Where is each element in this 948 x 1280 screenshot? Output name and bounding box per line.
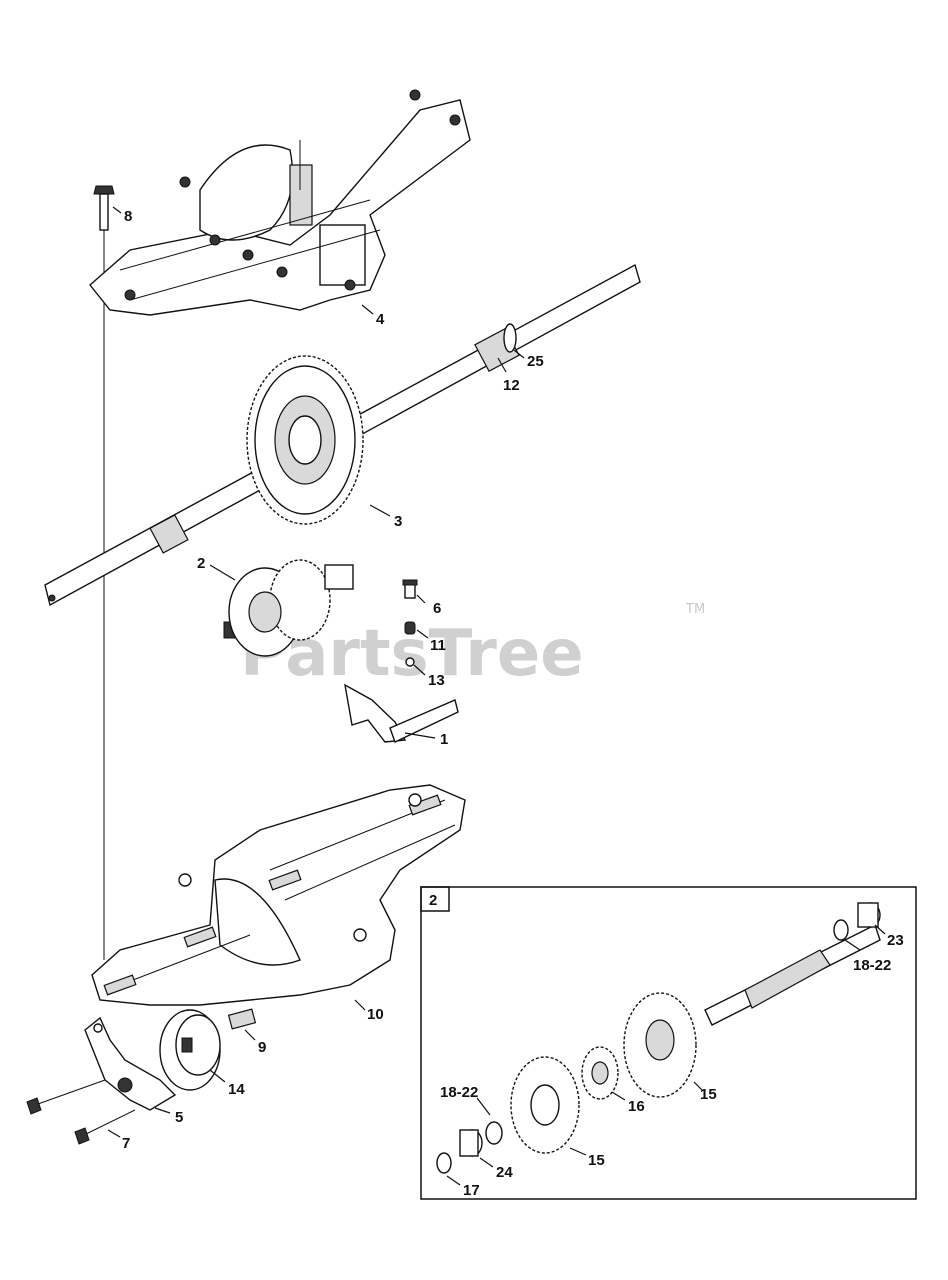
callout-18-22-top[interactable]: 18-22: [853, 957, 891, 974]
part-7-bolts[interactable]: [26, 1079, 136, 1145]
callout-6[interactable]: 6: [433, 600, 441, 617]
part-16-small-gear[interactable]: [581, 1046, 619, 1100]
callout-13[interactable]: 13: [428, 672, 445, 689]
part-6-screw[interactable]: [402, 579, 418, 599]
part-1-shift-fork[interactable]: [344, 683, 459, 743]
callout-5[interactable]: 5: [175, 1109, 183, 1126]
leader-lines: [107, 206, 886, 1186]
callout-18-22-bottom[interactable]: 18-22: [440, 1084, 478, 1101]
callout-15-spur[interactable]: 15: [588, 1152, 605, 1169]
part-23-bushing[interactable]: [857, 902, 881, 928]
part-4-upper-housing[interactable]: [89, 89, 471, 316]
watermark-trademark: TM: [685, 602, 705, 617]
callout-2[interactable]: 2: [197, 555, 205, 572]
callout-25[interactable]: 25: [527, 353, 544, 370]
inset-shaft[interactable]: [704, 924, 881, 1026]
callout-1[interactable]: 1: [440, 731, 448, 748]
part-3-ring-gear[interactable]: [246, 355, 364, 525]
part-24-bushing[interactable]: [459, 1129, 483, 1157]
callout-4[interactable]: 4: [376, 311, 385, 328]
callout-8[interactable]: 8: [124, 208, 132, 225]
callout-11[interactable]: 11: [430, 637, 446, 654]
callout-12[interactable]: 12: [503, 377, 520, 394]
part-2-bevel-gear-assembly[interactable]: [223, 559, 354, 657]
callout-9[interactable]: 9: [258, 1039, 266, 1056]
part-13-ball[interactable]: [405, 657, 415, 667]
callout-3[interactable]: 3: [394, 513, 402, 530]
part-14-brake-disc[interactable]: [159, 1009, 221, 1091]
part-25-bushing[interactable]: [503, 323, 517, 353]
part-17-ring[interactable]: [436, 1152, 452, 1174]
callout-17[interactable]: 17: [463, 1182, 480, 1199]
callout-15-bevel[interactable]: 15: [700, 1086, 717, 1103]
part-8-bolt[interactable]: [93, 185, 115, 231]
callout-10[interactable]: 10: [367, 1006, 384, 1023]
inset-tag: 2: [429, 892, 437, 909]
part-11-spring[interactable]: [404, 621, 416, 635]
part-18-22-washer-top[interactable]: [833, 919, 849, 941]
callout-24[interactable]: 24: [496, 1164, 513, 1181]
part-10-lower-housing[interactable]: [91, 784, 466, 1006]
callout-14[interactable]: 14: [228, 1081, 245, 1098]
part-15-bevel-gear-large[interactable]: [623, 992, 697, 1098]
inset-detail-2: 2: [420, 886, 917, 1200]
part-18-22-washer-bottom[interactable]: [485, 1121, 503, 1145]
callouts: 8 4 25 12 3 2 6 11 13 1 10 9 14 5 7 23 1…: [122, 208, 904, 1199]
callout-16[interactable]: 16: [628, 1098, 645, 1115]
callout-7[interactable]: 7: [122, 1135, 130, 1152]
part-5-brake-lever[interactable]: [84, 1016, 177, 1111]
part-15-spur-gear[interactable]: [510, 1056, 580, 1154]
part-9-key[interactable]: [227, 1008, 257, 1030]
callout-23[interactable]: 23: [887, 932, 904, 949]
